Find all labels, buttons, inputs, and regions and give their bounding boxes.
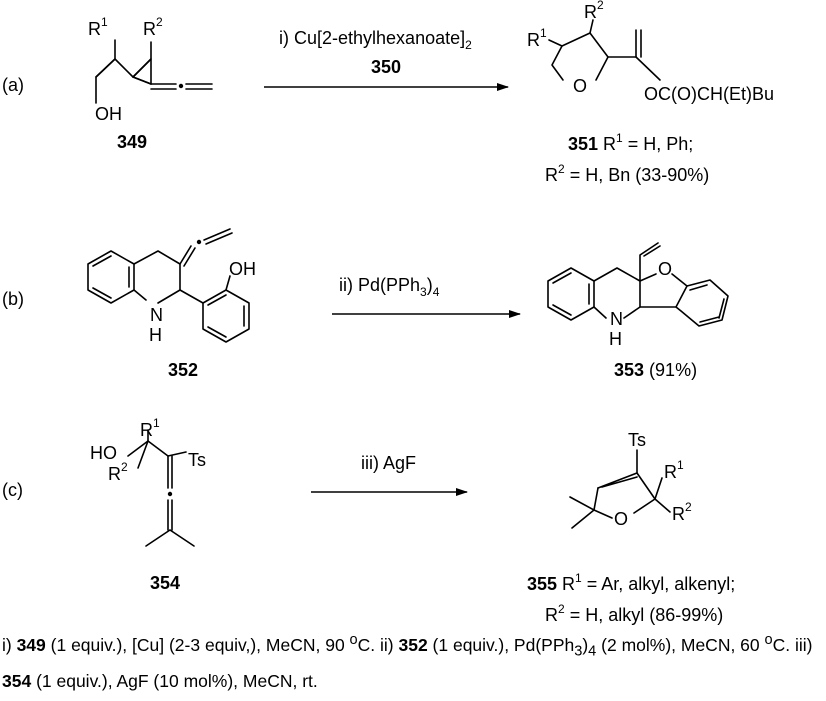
compound-352-structure: N H OH [87,228,256,345]
svg-text:HO: HO [90,443,117,463]
compound-351-caption: 351 R1 = H, Ph; [568,131,693,154]
svg-text:O: O [614,509,628,529]
svg-text:R: R [88,19,101,39]
svg-text:H: H [609,329,622,349]
compound-353-structure: O N H [547,242,729,349]
svg-text:H: H [149,325,162,345]
svg-text:1: 1 [153,416,160,430]
svg-text:2: 2 [156,15,163,29]
compound-354-structure: HO R 1 R 2 Ts [90,416,206,547]
svg-text:R: R [672,504,685,524]
reagent-a-compound: 350 [371,57,401,77]
svg-text:OH: OH [229,259,256,279]
svg-text:2: 2 [597,0,604,12]
compound-349-structure: R 1 R 2 OH [88,15,213,124]
svg-text:Ts: Ts [628,430,646,450]
svg-text:O: O [573,76,587,96]
svg-text:2: 2 [685,500,692,514]
compound-351-caption-2: R2 = H, Bn (33-90%) [545,162,709,185]
svg-text:N: N [150,305,163,325]
reaction-scheme: (a) R 1 R 2 OH 349 i) Cu[2-ethylhexanoat… [2,0,774,625]
compound-353-caption: 353 (91%) [614,360,697,380]
row-a-label: (a) [2,75,24,95]
svg-text:N: N [610,309,623,329]
svg-text:R: R [584,2,597,22]
svg-text:R: R [143,19,156,39]
reagent-b: ii) Pd(PPh3)4 [339,275,440,299]
compound-352-number: 352 [168,360,198,380]
compound-355-caption: 355 R1 = Ar, alkyl, alkenyl; [527,571,735,594]
compound-349-number: 349 [117,132,147,152]
compound-354-number: 354 [150,573,180,593]
svg-text:O: O [658,259,672,279]
row-c-label: (c) [2,480,23,500]
compound-355-caption-2: R2 = H, alkyl (86-99%) [545,602,723,625]
svg-text:2: 2 [121,460,128,474]
reagent-a: i) Cu[2-ethylhexanoate]2 [279,28,472,52]
svg-text:R: R [664,462,677,482]
svg-text:1: 1 [101,15,108,29]
svg-text:R: R [140,420,153,440]
compound-355-structure: Ts R 1 R 2 O [569,430,692,529]
svg-text:OH: OH [95,104,122,124]
svg-text:Ts: Ts [188,450,206,470]
svg-text:R: R [527,30,540,50]
compound-351-structure: R 1 R 2 O OC(O)CH(Et)Bu [527,0,774,104]
row-b-label: (b) [2,289,24,309]
svg-text:1: 1 [677,458,684,472]
svg-text:R: R [108,464,121,484]
reagent-c: iii) AgF [361,453,416,473]
conditions-footnote: i) 349 (1 equiv.), [Cu] (2-3 equiv,), Me… [2,632,813,692]
svg-text:1: 1 [540,26,547,40]
svg-text:OC(O)CH(Et)Bu: OC(O)CH(Et)Bu [644,84,774,104]
